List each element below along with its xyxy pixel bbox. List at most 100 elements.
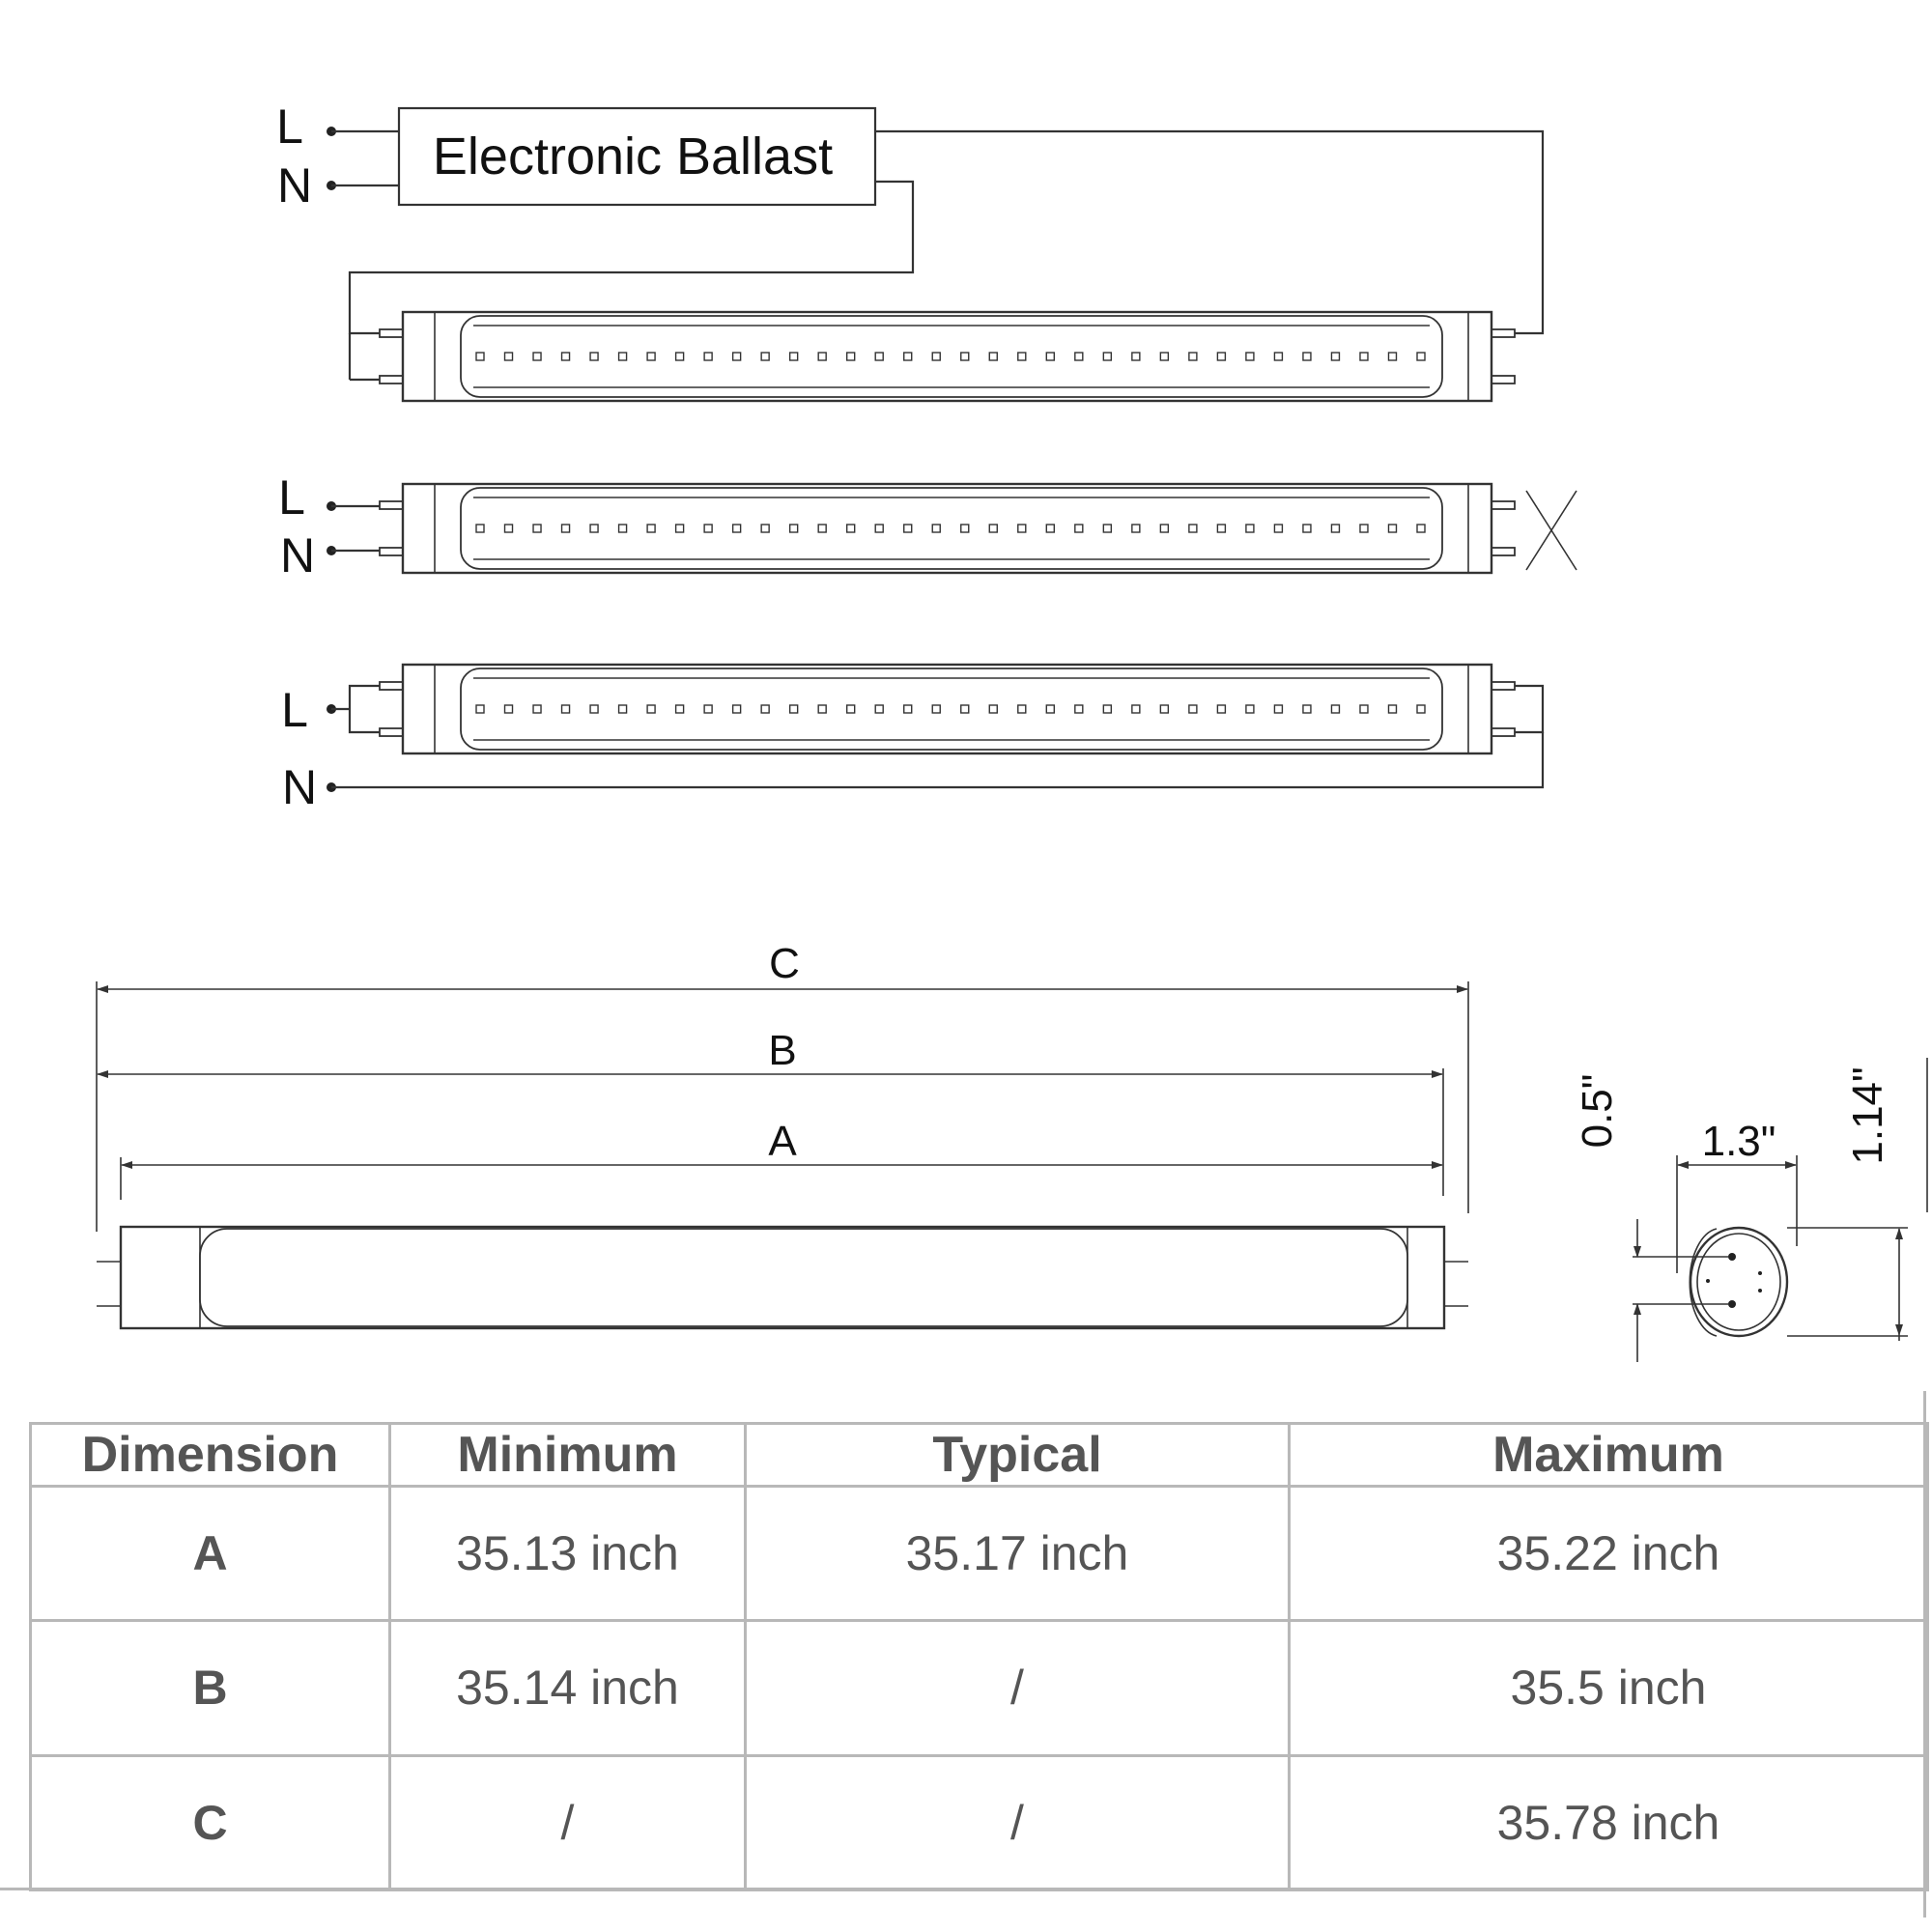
led-chip xyxy=(674,352,685,361)
ballast-output-wire-left xyxy=(348,180,915,335)
led-chip xyxy=(1330,352,1341,361)
led-chip xyxy=(1188,524,1198,533)
neutral-label: N xyxy=(280,528,315,582)
led-chip xyxy=(1074,704,1084,714)
led-chip xyxy=(1074,352,1084,361)
led-chip xyxy=(931,704,941,714)
led-chip xyxy=(646,524,656,533)
led-chip xyxy=(988,704,998,714)
led-chip xyxy=(845,352,856,361)
led-chip xyxy=(1387,352,1398,361)
led-chip xyxy=(1188,704,1198,714)
header-typical: Typical xyxy=(744,1422,1291,1488)
led-chip xyxy=(617,704,628,714)
neutral-label: N xyxy=(277,158,312,213)
led-chip xyxy=(960,704,970,714)
led-chip xyxy=(674,524,685,533)
led-chip xyxy=(1359,704,1369,714)
led-chip xyxy=(646,352,656,361)
led-chip xyxy=(646,704,656,714)
live-label: L xyxy=(278,470,305,525)
tube-end-view: 0.5" 1.3" 1.14" xyxy=(1574,1058,1928,1362)
led-chip xyxy=(703,352,713,361)
led-chip xyxy=(1159,524,1170,533)
led-chip xyxy=(903,352,913,361)
led-chip xyxy=(817,524,827,533)
led-chip xyxy=(532,704,542,714)
cell-typical: 35.17 inch xyxy=(744,1484,1291,1623)
led-chip xyxy=(1416,352,1426,361)
cell-typical: / xyxy=(744,1619,1291,1757)
dimension-spec-table: Dimension Minimum Typical Maximum A 35.1… xyxy=(29,1422,1929,1892)
led-chip xyxy=(560,524,571,533)
led-chip xyxy=(1302,704,1312,714)
led-chip xyxy=(903,704,913,714)
led-chip xyxy=(817,352,827,361)
led-chip xyxy=(503,352,514,361)
led-chip xyxy=(931,352,941,361)
end-pin xyxy=(1728,1253,1736,1261)
led-chip xyxy=(532,524,542,533)
neutral-label: N xyxy=(282,760,317,814)
led-chip xyxy=(560,704,571,714)
cell-typical: / xyxy=(744,1753,1291,1892)
led-chip xyxy=(1245,704,1255,714)
led-chip xyxy=(845,704,856,714)
led-chip xyxy=(475,352,485,361)
led-chip xyxy=(1330,704,1341,714)
cell-minimum: 35.13 inch xyxy=(388,1484,747,1623)
header-dimension: Dimension xyxy=(29,1422,391,1488)
led-chip xyxy=(703,524,713,533)
header-maximum: Maximum xyxy=(1288,1422,1929,1488)
ballast-output-wire-right xyxy=(875,129,1545,335)
led-tube xyxy=(379,663,1516,755)
led-chip xyxy=(1359,524,1369,533)
led-chip xyxy=(960,352,970,361)
live-label: L xyxy=(281,683,308,737)
live-label: L xyxy=(276,99,303,154)
led-chip xyxy=(1359,352,1369,361)
led-chip xyxy=(1102,704,1113,714)
tube-side-view xyxy=(97,1225,1468,1330)
led-chip xyxy=(1245,352,1255,361)
led-chip xyxy=(1017,704,1027,714)
led-chip xyxy=(1387,524,1398,533)
led-chip xyxy=(1159,704,1170,714)
led-chip xyxy=(760,352,770,361)
led-chip xyxy=(1131,352,1141,361)
table-row: B 35.14 inch / 35.5 inch xyxy=(29,1619,1929,1757)
led-chip xyxy=(1330,524,1341,533)
cell-dimension: C xyxy=(29,1753,391,1892)
no-connection-cross xyxy=(1525,490,1577,571)
led-chip xyxy=(731,524,742,533)
led-chip xyxy=(475,524,485,533)
led-chip xyxy=(1188,352,1198,361)
table-header-row: Dimension Minimum Typical Maximum xyxy=(29,1422,1929,1488)
led-chip xyxy=(1074,524,1084,533)
led-chip xyxy=(874,524,884,533)
led-chip xyxy=(1273,352,1284,361)
led-chip xyxy=(1216,704,1227,714)
led-chip xyxy=(817,704,827,714)
led-chip xyxy=(1416,704,1426,714)
led-chip xyxy=(960,524,970,533)
led-chip xyxy=(1216,524,1227,533)
led-chip xyxy=(1216,352,1227,361)
end-pin-spacing-label: 0.5" xyxy=(1574,1074,1621,1149)
led-tube xyxy=(379,482,1516,575)
wiring-and-dimension-diagram: L N Electronic Ballast L N L N xyxy=(96,99,1928,1362)
led-chip xyxy=(1131,524,1141,533)
cell-maximum: 35.22 inch xyxy=(1288,1484,1929,1623)
led-chip xyxy=(1017,352,1027,361)
wiring-diagram-ballast: L N Electronic Ballast xyxy=(276,99,1545,382)
header-minimum: Minimum xyxy=(388,1422,747,1488)
led-chip xyxy=(760,524,770,533)
led-chip xyxy=(1045,352,1056,361)
led-chip xyxy=(1416,524,1426,533)
led-chip xyxy=(874,352,884,361)
cell-minimum: / xyxy=(388,1753,747,1892)
led-tube xyxy=(379,310,1516,403)
led-chip xyxy=(1302,352,1312,361)
cell-maximum: 35.5 inch xyxy=(1288,1619,1929,1757)
led-chip xyxy=(503,704,514,714)
